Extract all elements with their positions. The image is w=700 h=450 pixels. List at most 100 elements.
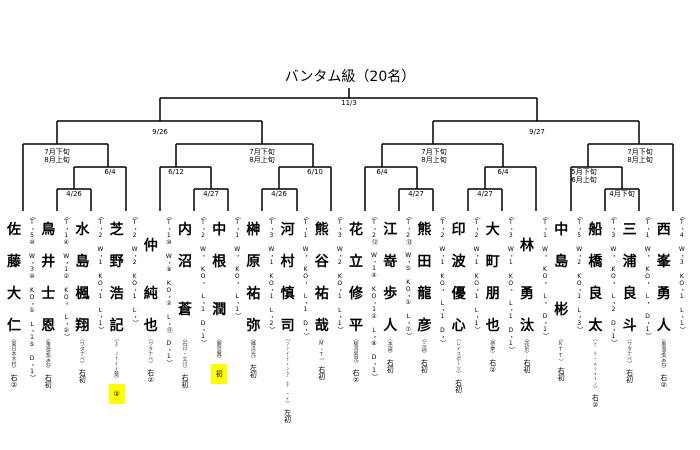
player-surname: 榊原: [244, 214, 262, 278]
player-affiliation: （石川・立川）: [181, 336, 188, 371]
date-r1-e: 4/27: [477, 190, 493, 198]
name-char: 村: [280, 254, 295, 270]
name-char: 人: [383, 318, 398, 334]
player-details: （鹿島翼）初: [211, 336, 228, 384]
player-affiliation: （花形）: [523, 336, 530, 356]
player-record: （T・1 W・ KO・ L・ D・1）: [644, 213, 652, 339]
player-affiliation: （KTT）: [557, 336, 564, 364]
player-stance: 右②: [659, 374, 668, 389]
player-record: （T・2 W・1 KO・ L・1 D・）: [438, 213, 446, 346]
name-char: 祐: [314, 286, 329, 302]
name-char: 祐: [246, 286, 261, 302]
player-given-name: 潤: [210, 278, 228, 342]
player-details: （角海老宝石）右②: [656, 336, 672, 389]
date-r2-d: 6/4: [376, 168, 388, 176]
player-details: （ワタナベ）右初: [74, 336, 90, 383]
player-stance: 左初: [249, 364, 258, 378]
name-char: 恩: [41, 318, 56, 334]
date-r2-a: 6/4: [104, 168, 116, 176]
name-char: 慎: [280, 286, 295, 302]
player-given-name: 浩記: [108, 278, 126, 342]
name-char: 弥: [246, 318, 261, 334]
player-details: （花形）右初: [519, 336, 535, 373]
player-surname: 林: [518, 214, 536, 278]
name-char: 歩: [383, 286, 398, 302]
date-r1-b: 4/27: [203, 190, 219, 198]
name-char: 心: [451, 318, 466, 334]
player-given-name: 蒼: [176, 278, 194, 342]
player-surname: 佐藤: [5, 214, 23, 278]
name-char: 彬: [554, 302, 569, 318]
name-char: 大: [485, 222, 500, 238]
date-line: 7月下旬: [249, 148, 275, 156]
name-char: 中: [554, 222, 569, 238]
player-stance: 右初: [78, 369, 87, 383]
name-char: 熊: [314, 222, 329, 238]
player-affiliation: （レイスポーツ）: [455, 336, 462, 376]
name-char: 林: [520, 238, 534, 254]
player-surname: 中根: [210, 214, 228, 278]
player-affiliation: （ﾄﾞﾘｰﾑｼｬｲﾝ）: [591, 336, 598, 391]
player-surname: 熊谷: [313, 214, 331, 278]
name-char: 斗: [622, 318, 637, 334]
name-char: 花: [349, 222, 363, 238]
name-char: 芝: [109, 222, 124, 238]
player-affiliation: （本望）: [386, 336, 393, 356]
qf3-line: [364, 143, 537, 211]
player-record: （T・2⑫ W・1④ KO・1② L・⑧ D・1）: [370, 213, 378, 380]
date-line: 8月上旬: [421, 156, 447, 164]
player-stance: 右②: [146, 369, 155, 384]
player-surname: 芝野: [108, 214, 126, 278]
name-char: 哉: [314, 318, 329, 334]
player-details: （ワタナベ） 右②: [143, 336, 159, 384]
name-char: 大: [7, 286, 21, 302]
player-record: （T・3 W・ KO・ L・2 D・1）: [609, 213, 617, 346]
player-details: （ワタナベ）右初: [622, 336, 638, 383]
semi-left-line: [56, 120, 263, 144]
date-r2-c: 6/10: [307, 168, 323, 176]
name-char: 潤: [212, 302, 227, 318]
name-char: 榊: [246, 222, 261, 238]
name-char: 中: [212, 222, 227, 238]
player-surname: 大町: [484, 214, 502, 278]
name-char: 野: [109, 254, 124, 270]
name-char: 勇: [520, 286, 534, 302]
player-affiliation: （三迫）: [420, 336, 427, 356]
player-affiliation: （ワタナベ）: [147, 336, 154, 366]
player-given-name: 祐哉: [313, 278, 331, 342]
date-final: 11/3: [341, 99, 357, 107]
player-given-name: 祐弥: [244, 278, 262, 342]
name-char: 勇: [656, 286, 671, 302]
player-surname: 西峯: [655, 214, 673, 278]
player-stance: 右初: [625, 369, 634, 383]
player-record: （T・4 W・3 KO・1 L・1）: [678, 213, 686, 333]
name-char: 純: [143, 286, 158, 302]
player-record: （T・1 W・ KO・ L・ D・1）: [541, 213, 549, 339]
qf1-line: [22, 143, 127, 211]
player-stance: 右②: [488, 359, 497, 374]
player-details: （石川・立川）右初: [177, 336, 193, 388]
name-char: 藤: [7, 254, 21, 270]
player-stance: 左初: [283, 409, 292, 423]
qf2-line: [159, 143, 332, 211]
player-surname: 三浦: [621, 214, 639, 278]
name-char: 田: [417, 254, 432, 270]
player-stance: 右初: [557, 367, 566, 381]
player-record: （T・2⑬ W・⑤ KO・① L・⑦）: [404, 213, 412, 339]
name-char: 水: [75, 222, 90, 238]
player-affiliation: （角海老宝石）: [44, 336, 51, 371]
name-char: 朋: [485, 286, 500, 302]
name-char: 蒼: [178, 302, 192, 318]
date-r1-d: 4/27: [408, 190, 424, 198]
name-char: 島: [554, 254, 569, 270]
name-char: 沼: [178, 254, 192, 270]
player-given-name: 修平: [347, 278, 365, 342]
player-stance: 右初: [44, 374, 53, 388]
name-char: 井: [41, 254, 56, 270]
player-surname: 河村: [279, 214, 297, 278]
qf4-line: [570, 143, 674, 211]
player-affiliation: （東日本木村）: [10, 336, 17, 371]
